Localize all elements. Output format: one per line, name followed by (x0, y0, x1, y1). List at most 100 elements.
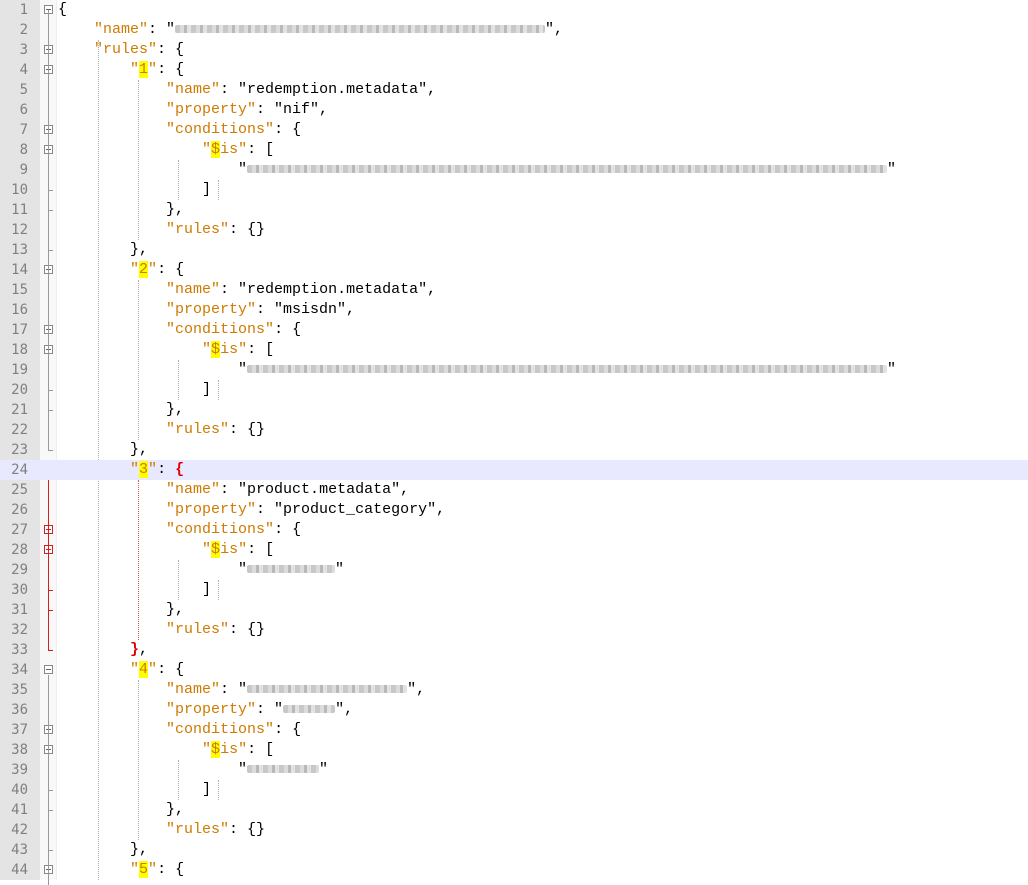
search-highlight: 4 (139, 661, 149, 678)
code-line[interactable]: 25 "name": "product.metadata", (0, 480, 1028, 500)
code-line[interactable]: 29 "" (0, 560, 1028, 580)
code-line[interactable]: 16 "property": "msisdn", (0, 300, 1028, 320)
code-text: "$is": [ (58, 340, 274, 360)
code-token (58, 481, 166, 498)
indent-guide (178, 760, 179, 800)
code-line[interactable]: 18 "$is": [ (0, 340, 1028, 360)
code-line[interactable]: 4 "1": { (0, 60, 1028, 80)
code-token (58, 221, 166, 238)
code-line[interactable]: 6 "property": "nif", (0, 100, 1028, 120)
code-token: : { (157, 61, 185, 78)
code-line[interactable]: 34 "4": { (0, 660, 1028, 680)
indent-guide (178, 360, 179, 400)
line-number: 28 (11, 542, 28, 558)
code-line[interactable]: 22 "rules": {} (0, 420, 1028, 440)
code-token: : { (274, 321, 302, 338)
code-token: }, (58, 441, 149, 458)
code-line[interactable]: 28 "$is": [ (0, 540, 1028, 560)
code-token: " (887, 161, 897, 178)
code-line[interactable]: 44 "5": { (0, 860, 1028, 880)
code-token (58, 521, 166, 538)
search-highlight: 2 (139, 261, 149, 278)
code-line[interactable]: 24 "3": { (0, 460, 1028, 480)
line-number: 40 (11, 782, 28, 798)
line-number-gutter (0, 0, 40, 880)
indent-guide (178, 160, 179, 200)
code-token (58, 281, 166, 298)
code-text: "property": "msisdn", (58, 300, 355, 320)
json-key: "name" (94, 21, 149, 38)
code-line[interactable]: 15 "name": "redemption.metadata", (0, 280, 1028, 300)
code-text: "1": { (58, 60, 184, 80)
code-line[interactable]: 31 }, (0, 600, 1028, 620)
json-key: "rules" (166, 221, 230, 238)
code-text: }, (58, 800, 184, 820)
code-token (58, 741, 202, 758)
json-key: "name" (166, 481, 221, 498)
code-line[interactable]: 21 }, (0, 400, 1028, 420)
code-line[interactable]: 30 ] (0, 580, 1028, 600)
json-key: " (148, 461, 158, 478)
code-line[interactable]: 40 ] (0, 780, 1028, 800)
code-text: ] (58, 580, 211, 600)
code-text: }, (58, 200, 184, 220)
code-line[interactable]: 36 "property": "", (0, 700, 1028, 720)
code-line[interactable]: 26 "property": "product_category", (0, 500, 1028, 520)
fold-end-marker (48, 590, 53, 591)
code-line[interactable]: 11 }, (0, 200, 1028, 220)
code-line[interactable]: 37 "conditions": { (0, 720, 1028, 740)
fold-end-marker (48, 650, 53, 651)
line-number: 32 (11, 622, 28, 638)
code-line[interactable]: 1{ (0, 0, 1028, 20)
fold-toggle-icon[interactable] (44, 665, 53, 674)
line-number: 35 (11, 682, 28, 698)
code-line[interactable]: 8 "$is": [ (0, 140, 1028, 160)
code-line[interactable]: 5 "name": "redemption.metadata", (0, 80, 1028, 100)
code-line[interactable]: 14 "2": { (0, 260, 1028, 280)
code-line[interactable]: 41 }, (0, 800, 1028, 820)
json-key: " (130, 261, 140, 278)
code-token: : "nif", (256, 101, 329, 118)
code-line[interactable]: 17 "conditions": { (0, 320, 1028, 340)
line-number: 12 (11, 222, 28, 238)
code-text: "$is": [ (58, 540, 274, 560)
indent-guide (138, 680, 139, 840)
code-line[interactable]: 7 "conditions": { (0, 120, 1028, 140)
code-line[interactable]: 33 }, (0, 640, 1028, 660)
code-line[interactable]: 32 "rules": {} (0, 620, 1028, 640)
code-line[interactable]: 2 "name": "", (0, 20, 1028, 40)
search-highlight: 5 (139, 861, 149, 878)
line-number: 38 (11, 742, 28, 758)
indent-guide (138, 80, 139, 240)
line-number: 20 (11, 382, 28, 398)
code-line[interactable]: 12 "rules": {} (0, 220, 1028, 240)
json-key: "conditions" (166, 721, 275, 738)
code-token: }, (58, 801, 185, 818)
json-key: " (202, 541, 212, 558)
search-highlight: $ (211, 141, 221, 158)
json-key: "conditions" (166, 321, 275, 338)
code-line[interactable]: 13 }, (0, 240, 1028, 260)
code-line[interactable]: 23 }, (0, 440, 1028, 460)
code-token: : {} (229, 621, 266, 638)
code-line[interactable]: 20 ] (0, 380, 1028, 400)
code-text: "" (58, 760, 328, 780)
code-line[interactable]: 39 "" (0, 760, 1028, 780)
code-line[interactable]: 10 ] (0, 180, 1028, 200)
code-line[interactable]: 38 "$is": [ (0, 740, 1028, 760)
code-line[interactable]: 42 "rules": {} (0, 820, 1028, 840)
line-number: 1 (19, 2, 28, 18)
code-line[interactable]: 3 "rules": { (0, 40, 1028, 60)
code-token: : "product.metadata", (220, 481, 410, 498)
code-line[interactable]: 9 "" (0, 160, 1028, 180)
code-token: : "redemption.metadata", (220, 81, 437, 98)
code-text: "name": "redemption.metadata", (58, 80, 436, 100)
code-text: ] (58, 180, 211, 200)
search-highlight: $ (211, 741, 221, 758)
code-line[interactable]: 35 "name": "", (0, 680, 1028, 700)
code-line[interactable]: 43 }, (0, 840, 1028, 860)
code-line[interactable]: 27 "conditions": { (0, 520, 1028, 540)
code-line[interactable]: 19 "" (0, 360, 1028, 380)
fold-end-marker (48, 450, 53, 451)
